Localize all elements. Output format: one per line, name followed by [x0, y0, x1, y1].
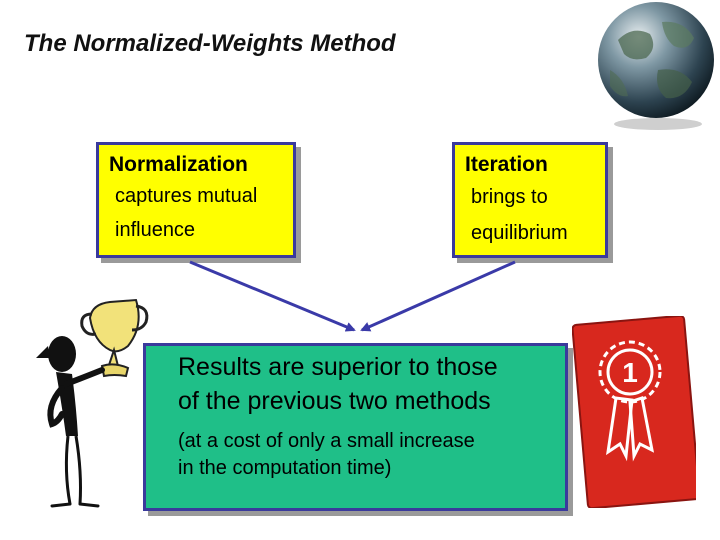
slide-title: The Normalized-Weights Method: [24, 30, 396, 57]
iteration-box: Iteration brings to equilibrium: [452, 142, 608, 258]
normalization-line-2: influence: [115, 219, 196, 241]
globe-icon: [598, 2, 714, 130]
iteration-line-1: brings to: [471, 186, 548, 208]
iteration-line-2: equilibrium: [471, 222, 568, 244]
results-sub-2: in the computation time): [178, 457, 392, 479]
right-arrow: [360, 260, 516, 332]
first-place-ribbon-icon: 1: [572, 316, 696, 508]
left-arrow: [189, 260, 356, 332]
results-sub-1: (at a cost of only a small increase: [178, 430, 475, 452]
normalization-heading: Normalization: [109, 153, 248, 176]
ribbon-number: 1: [622, 357, 638, 388]
results-line-1: Results are superior to those: [178, 353, 498, 381]
results-box: Results are superior to those of the pre…: [143, 343, 568, 511]
trophy-figure-icon: [36, 298, 149, 508]
iteration-heading: Iteration: [465, 153, 548, 176]
trophy-icon: [80, 298, 149, 378]
results-line-2: of the previous two methods: [178, 387, 491, 415]
normalization-box: Normalization captures mutual influence: [96, 142, 296, 258]
normalization-line-1: captures mutual: [115, 185, 258, 207]
